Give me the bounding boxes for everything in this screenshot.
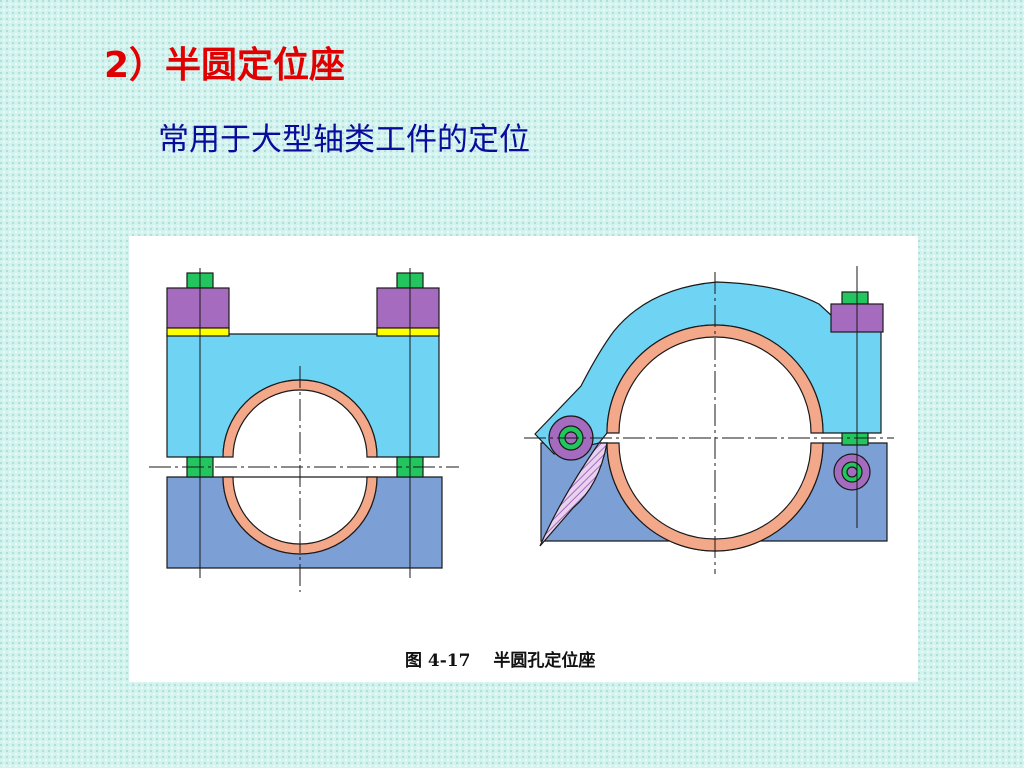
split-seat-view [166,272,443,569]
split-seat-upper-cap [166,333,440,458]
hinged-seat-section-hatch [539,442,608,547]
split-seat-upper-bush [222,379,378,458]
slide-subtitle: 常用于大型轴类工件的定位 [158,122,530,158]
figure-panel: 图 4-17 半圆孔定位座 [129,236,918,682]
right-washer [376,327,440,337]
base-pin-core [846,466,858,478]
hinged-seat-view [534,281,888,552]
right-nut [376,287,440,329]
hinged-seat-upper-bush [606,324,824,434]
semicircular-locating-seat-diagram [149,266,894,592]
hinged-nut-top [841,291,869,305]
split-seat-lower-bush [222,476,378,555]
hinged-stud [841,432,869,446]
slide-title: 2）半圆定位座 [104,45,346,86]
hinged-seat-lower-bush [606,442,824,552]
figure-caption: 图 4-17 半圆孔定位座 [405,651,596,671]
split-seat-centerlines [149,268,459,592]
hinged-seat-centerlines [524,266,894,574]
left-washer [166,327,230,337]
left-nut [166,287,230,329]
